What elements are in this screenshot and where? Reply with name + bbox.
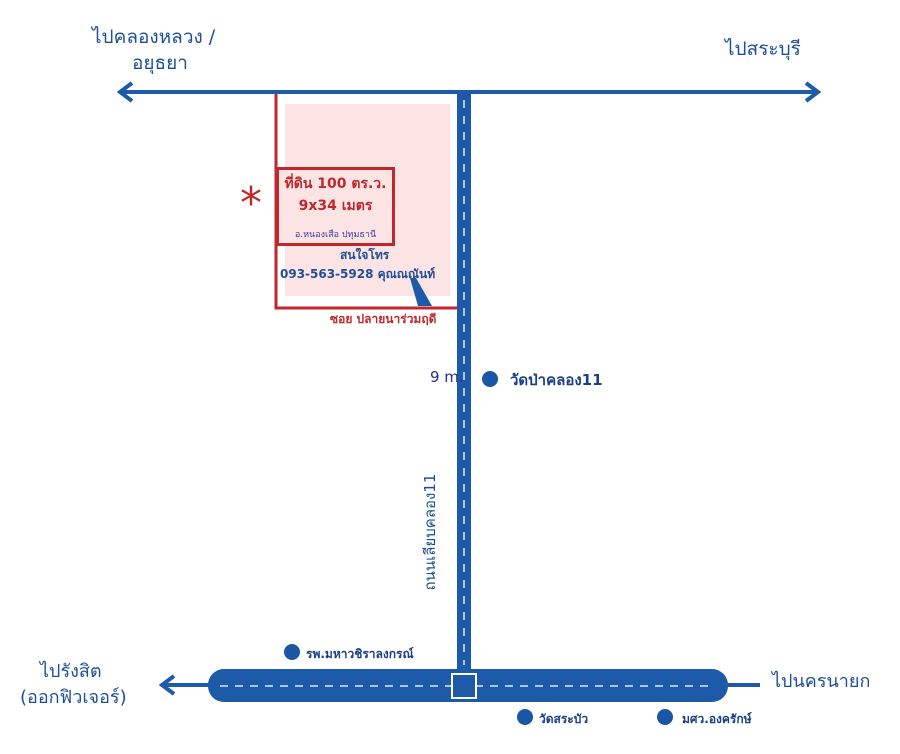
arrow-right-icon: [804, 81, 822, 103]
contact-label: สนใจโทร: [340, 248, 390, 262]
arrow-left-icon: [116, 81, 134, 103]
soi-name: ซอย ปลายนาร่วมฤดี: [330, 312, 437, 326]
plot-info-box: ที่ดิน 100 ตร.ว. 9x34 เมตร อ.หนองเสือ ปท…: [276, 167, 395, 246]
road-width: 9 m.: [430, 368, 464, 386]
landmark-dot: [517, 709, 533, 725]
landmark-wat-sabua: วัดสระบัว: [539, 712, 589, 726]
plot-boundary: [274, 92, 457, 310]
asterisk-marker-icon: *: [240, 178, 262, 229]
arrow-left-bottom-icon: [158, 674, 176, 696]
road-name: ถนนเลียบคลอง11: [421, 473, 439, 591]
plot-location: อ.หนองเสือ ปทุมธานี: [294, 230, 377, 240]
landmark-dot: [284, 644, 300, 660]
plot-title: ที่ดิน 100 ตร.ว.: [284, 176, 387, 192]
landmark-hospital: รพ.มหาวชิราลงกรณ์: [306, 647, 414, 661]
contact-phone[interactable]: 093-563-5928 คุณณณันท์: [280, 267, 436, 281]
landmark-wat-pa: วัดป่าคลอง11: [510, 371, 603, 389]
direction-top-left-2: อยุธยา: [132, 52, 188, 74]
direction-bottom-left-2: (ออกฟิวเจอร์): [20, 687, 127, 708]
plot-size: 9x34 เมตร: [298, 198, 373, 214]
direction-bottom-right: ไปนครนายก: [772, 671, 871, 692]
landmark-dot: [482, 371, 498, 387]
direction-top-left: ไปคลองหลวง /: [92, 26, 216, 48]
direction-top-right: ไปสระบุรี: [725, 38, 801, 60]
intersection-marker: [451, 673, 477, 699]
landmark-dot: [657, 709, 673, 725]
direction-bottom-left: ไปรังสิต: [40, 661, 102, 682]
callout-pointer: [410, 278, 432, 306]
landmark-university: มศว.องครักษ์: [682, 712, 752, 726]
